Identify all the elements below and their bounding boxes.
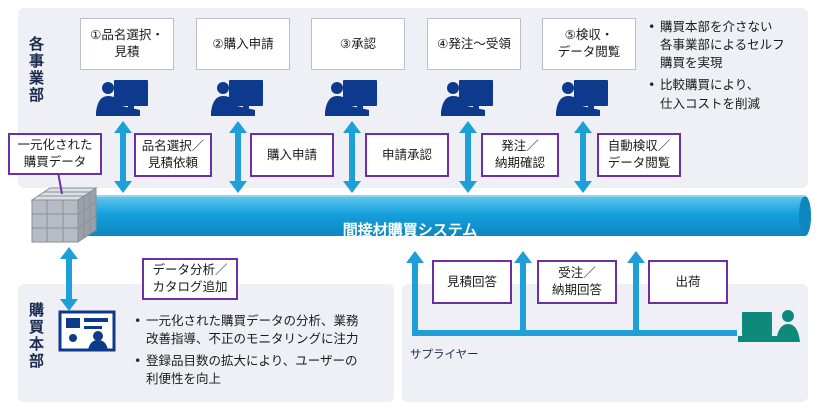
benefit-item: 比較購買により、 仕入コストを削減 (648, 76, 808, 112)
flow-order-delivery: 発注／ 納期確認 (481, 133, 559, 177)
user-computer-icon (96, 80, 148, 116)
step-approval: ③承認 (311, 18, 405, 70)
arrow-up-down (459, 121, 477, 193)
department-arrows (114, 121, 592, 193)
supplier-computer-icon (738, 310, 800, 342)
benefit-item: 登録品目数の拡大により、ユーザーの 利便性を向上 (134, 352, 394, 388)
departments-benefits: 購買本部を介さない 各事業部によるセルフ 購買を実現 比較購買により、 仕入コス… (648, 18, 808, 117)
system-cylinder (88, 195, 811, 236)
supplier-arrows (406, 251, 737, 336)
benefit-item: 購買本部を介さない 各事業部によるセルフ 購買を実現 (648, 18, 808, 72)
arrow-up-down (574, 121, 592, 193)
flow-estimate-reply: 見積回答 (432, 260, 512, 304)
user-computer-icon (211, 80, 263, 116)
benefit-item: 一元化された購買データの分析、業務 改善指導、不正のモニタリングに注力 (134, 312, 394, 348)
step-item-select-estimate: ①品名選択・ 見積 (80, 18, 174, 70)
database-cube-icon (30, 187, 98, 243)
flow-shipment: 出荷 (648, 260, 728, 304)
supplier-label: サプライヤー (410, 347, 479, 361)
purchasing-arrow (60, 247, 78, 311)
departments-label: 各事業部 (27, 36, 45, 104)
arrow-up-down (114, 121, 132, 193)
user-computer-icon (441, 80, 493, 116)
flow-data-analysis: データ分析／ カタログ追加 (142, 258, 238, 300)
step-inspection-data: ⑤検収・ データ閲覧 (542, 18, 636, 70)
data-callout-line (57, 171, 63, 195)
arrow-up-down (343, 121, 361, 193)
flow-request-approval: 申請承認 (365, 133, 449, 177)
step-order-receipt: ④発注〜受領 (427, 18, 521, 70)
flow-estimate-request: 品名選択／ 見積依頼 (134, 133, 212, 177)
flow-order-reply: 受注／ 納期回答 (537, 260, 617, 304)
user-computer-icon (325, 80, 377, 116)
arrow-up-down (229, 121, 247, 193)
flow-auto-inspection: 自動検収／ データ閲覧 (597, 133, 681, 177)
unified-data-box: 一元化された 購買データ (8, 133, 102, 175)
step-purchase-request: ②購入申請 (196, 18, 290, 70)
purchasing-benefits: 一元化された購買データの分析、業務 改善指導、不正のモニタリングに注力 登録品目… (134, 312, 394, 393)
purchasing-label: 購買本部 (27, 302, 45, 370)
presentation-board-icon (58, 310, 116, 352)
flow-purchase-request: 購入申請 (250, 133, 334, 177)
user-computer-icon (556, 80, 608, 116)
